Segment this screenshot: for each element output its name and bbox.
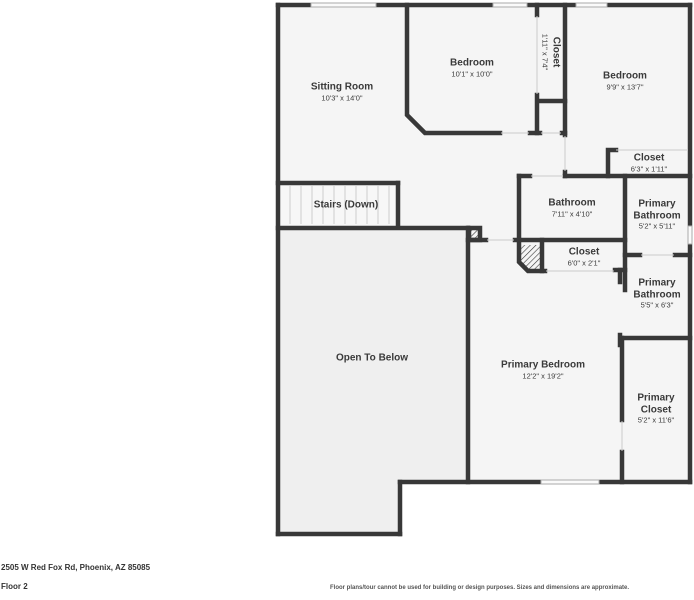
room-name: Bathroom <box>548 197 596 209</box>
room-name: Primary Bathroom <box>633 198 681 222</box>
room-dimensions: 1'11" x 7'4" <box>541 33 551 71</box>
room-dimensions: 5'5" x 6'3" <box>640 300 674 310</box>
room-name: Stairs (Down) <box>313 199 379 211</box>
room-sitting-room: Sitting Room 10'3" x 14'0" <box>311 81 373 102</box>
room-open-to-below: Open To Below <box>336 352 408 364</box>
room-dimensions: 12'2" x 19'2" <box>522 370 564 380</box>
disclaimer-text: Floor plans/tour cannot be used for buil… <box>330 585 630 591</box>
room-bathroom: Bathroom 7'11" x 4'10" <box>548 197 595 218</box>
door-openings <box>487 16 688 451</box>
room-dimensions: 10'1" x 10'0" <box>451 68 493 78</box>
walls <box>275 2 693 537</box>
room-primary-bedroom: Primary Bedroom 12'2" x 19'2" <box>501 359 585 380</box>
room-name: Primary Bathroom <box>633 277 681 301</box>
stairs-icon <box>280 184 398 226</box>
room-closet-3: Closet 6'0" x 2'1" <box>568 246 601 267</box>
chase-hatch <box>471 229 479 238</box>
room-name: Closet <box>633 152 665 164</box>
floor-label: Floor 2 <box>1 582 28 591</box>
room-dimensions: 6'3" x 1'11" <box>630 163 668 173</box>
room-bedroom-2: Bedroom 9'9" x 13'7" <box>603 70 647 91</box>
room-primary-bathroom-2: Primary Bathroom 5'5" x 6'3" <box>627 278 687 311</box>
room-name: Bedroom <box>603 70 647 82</box>
room-primary-bathroom-1: Primary Bathroom 5'2" x 5'11" <box>627 199 687 232</box>
room-name: Bedroom <box>450 57 494 69</box>
windows <box>310 2 693 485</box>
room-name: Closet <box>550 36 562 68</box>
room-name: Primary Bedroom <box>501 359 585 371</box>
address-text: 2505 W Red Fox Rd, Phoenix, AZ 85085 <box>1 563 151 572</box>
room-dimensions: 6'0" x 2'1" <box>567 257 601 267</box>
room-name: Closet <box>568 246 600 258</box>
room-name: Primary Closet <box>637 392 675 416</box>
room-name: Sitting Room <box>310 81 374 93</box>
room-bedroom-1: Bedroom 10'1" x 10'0" <box>450 57 494 78</box>
room-name: Open To Below <box>335 352 409 364</box>
room-dimensions: 7'11" x 4'10" <box>551 208 593 218</box>
chase-hatch <box>521 245 542 270</box>
room-dimensions: 9'9" x 13'7" <box>606 81 644 91</box>
room-closet-1: Closet 1'11" x 7'4" <box>540 33 562 71</box>
room-dimensions: 10'3" x 14'0" <box>321 92 363 102</box>
room-dimensions: 5'2" x 5'11" <box>638 221 676 231</box>
room-stairs: Stairs (Down) <box>314 199 378 211</box>
room-primary-closet: Primary Closet 5'2" x 11'6" <box>631 393 681 426</box>
room-dimensions: 5'2" x 11'6" <box>637 415 675 425</box>
room-closet-2: Closet 6'3" x 1'11" <box>631 152 667 173</box>
open-to-below-fill <box>278 228 468 534</box>
floor-fill <box>278 6 690 482</box>
